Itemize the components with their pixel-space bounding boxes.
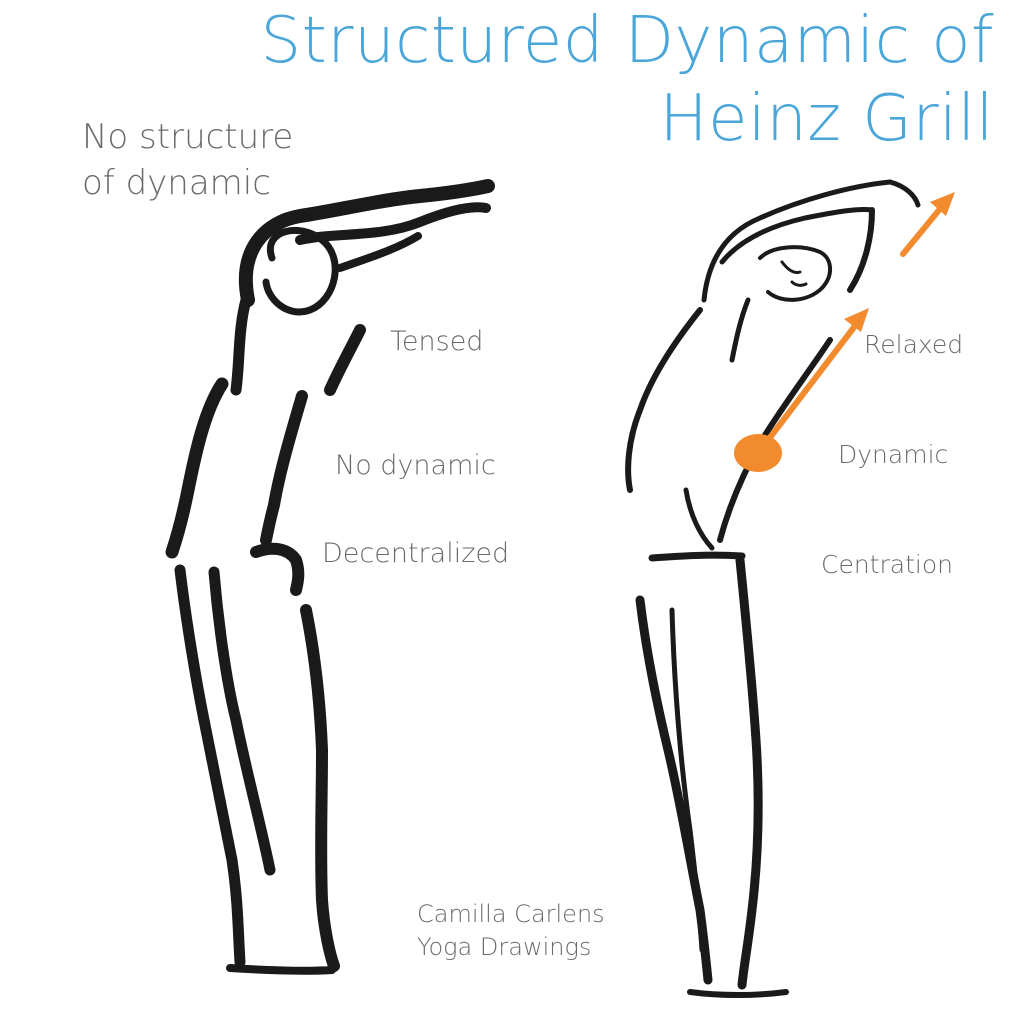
left-feet xyxy=(226,964,336,975)
right-head xyxy=(758,245,832,302)
right-waist xyxy=(648,551,746,562)
spine-arrow-head xyxy=(844,308,869,332)
credit-line-2: Yoga Drawings xyxy=(417,933,592,961)
upper-arrow-line xyxy=(900,201,947,257)
title-line-2: Heinz Grill xyxy=(659,82,994,156)
right-back xyxy=(625,307,703,493)
page-title: Structured Dynamic of Heinz Grill xyxy=(261,2,994,158)
right-arm-down xyxy=(847,207,875,293)
right-front-leg xyxy=(735,555,763,990)
spine-arrow-line xyxy=(759,319,861,451)
label-tensed: Tensed xyxy=(390,326,484,357)
artist-credit: Camilla Carlens Yoga Drawings xyxy=(417,898,605,964)
right-hand xyxy=(887,179,921,208)
right-inner-leg xyxy=(669,607,705,953)
left-heading-line-1: No structure xyxy=(82,117,294,157)
left-back-leg xyxy=(174,564,246,968)
left-hip xyxy=(250,542,305,596)
left-front-leg xyxy=(208,566,276,876)
label-no-dynamic: No dynamic xyxy=(335,450,496,481)
label-decentralized: Decentralized xyxy=(322,538,510,569)
right-inner-arm xyxy=(719,207,875,265)
right-face xyxy=(780,260,808,287)
left-chest xyxy=(324,324,366,396)
left-front-torso xyxy=(260,390,308,546)
title-line-1: Structured Dynamic of xyxy=(260,4,994,78)
left-figure xyxy=(165,179,495,975)
left-forearm xyxy=(295,202,491,245)
center-dot xyxy=(734,434,782,472)
left-heading: No structure of dynamic xyxy=(82,114,293,206)
label-centration: Centration xyxy=(821,550,953,579)
right-figure xyxy=(625,179,921,998)
dynamic-markers xyxy=(734,192,955,472)
credit-line-1: Camilla Carlens xyxy=(417,900,605,928)
left-shoulder xyxy=(230,294,252,396)
left-front-shin xyxy=(300,604,340,972)
right-neck xyxy=(729,297,751,363)
left-heading-line-2: of dynamic xyxy=(82,163,271,203)
right-feet xyxy=(687,989,789,998)
left-arm-lower xyxy=(336,232,422,272)
upper-arrow-head xyxy=(930,192,955,216)
right-belly xyxy=(683,487,715,551)
right-outer-arm xyxy=(701,179,893,303)
left-upper-arm xyxy=(238,179,495,307)
left-head xyxy=(262,226,339,316)
label-relaxed: Relaxed xyxy=(864,330,964,359)
left-back xyxy=(165,377,229,559)
label-dynamic: Dynamic xyxy=(838,440,949,469)
